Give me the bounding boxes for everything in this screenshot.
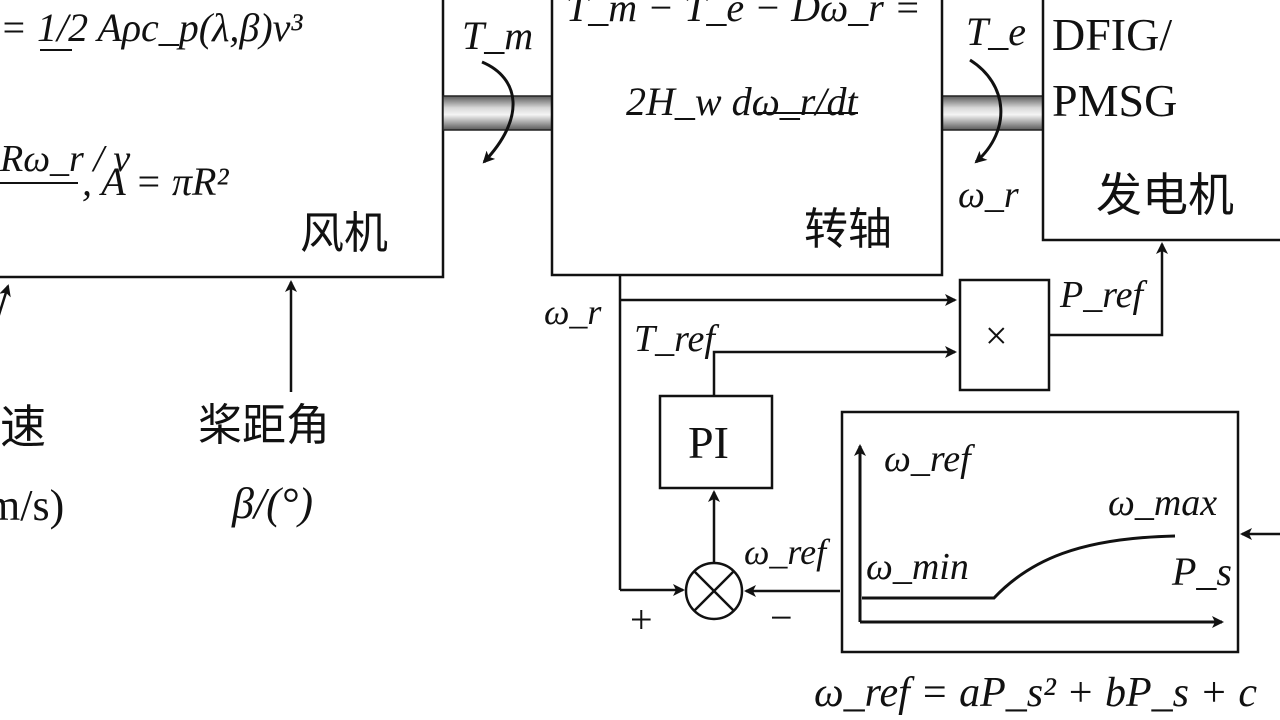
generator-block	[1041, 0, 1280, 242]
summing-junction	[684, 561, 744, 621]
rotor-block	[0, 0, 445, 279]
shaft-rod-right	[941, 95, 1044, 131]
lookup-formula: ω_ref = aP_s² + bP_s + c	[814, 670, 1258, 716]
multiplier-symbol: ×	[985, 313, 1008, 358]
pitch-angle-unit: β/(°)	[232, 479, 314, 528]
lookup-x-axis-label: P_s	[1172, 549, 1232, 594]
t-ref-label: T_ref	[634, 318, 715, 360]
shaft-label: 转轴	[804, 204, 892, 255]
te-label: T_e	[966, 9, 1026, 54]
generator-label: 发电机	[1096, 168, 1234, 222]
omega-ref-sum-label: ω_ref	[744, 532, 827, 572]
lookup-max-label: ω_max	[1108, 482, 1218, 524]
lookup-y-axis-label: ω_ref	[884, 438, 971, 480]
tm-torque-arrow	[481, 60, 515, 164]
pi-label: PI	[688, 417, 729, 468]
pi-block	[658, 394, 774, 490]
shaft-equation-top: T_m − T_e − Dω_r =	[566, 0, 921, 30]
rotor-power-equation: = 1/2 Aρc_p(λ,β)v³	[0, 5, 303, 50]
pitch-angle-label: 桨距角	[198, 400, 330, 451]
lookup-min-label: ω_min	[866, 546, 969, 588]
rotor-area-equation: , A = πR²	[82, 159, 229, 204]
minus-sign: −	[770, 595, 793, 640]
lookup-block	[840, 410, 1240, 654]
rotor-tip-speed-ratio: Rω_r / v	[0, 138, 131, 180]
generator-type-line2: PMSG	[1052, 75, 1178, 126]
shaft-rod-left	[442, 95, 553, 131]
tm-label: T_m	[462, 13, 534, 58]
p-ref-label: P_ref	[1060, 274, 1144, 316]
wind-speed-unit: m/s)	[0, 481, 65, 530]
wind-speed-label: 速	[0, 400, 46, 454]
generator-type-line1: DFIG/	[1052, 9, 1173, 60]
shaft-equation-bottom: 2H_w dω_r/dt	[626, 79, 858, 124]
omega-r-feedback-label: ω_r	[544, 292, 602, 332]
plus-sign: +	[630, 597, 653, 642]
rotor-label: 风机	[300, 208, 388, 259]
te-torque-arrow	[969, 58, 1003, 164]
lookup-curve	[862, 534, 1176, 600]
omega-r-generator-label: ω_r	[958, 174, 1019, 216]
shaft-block	[550, 0, 944, 277]
